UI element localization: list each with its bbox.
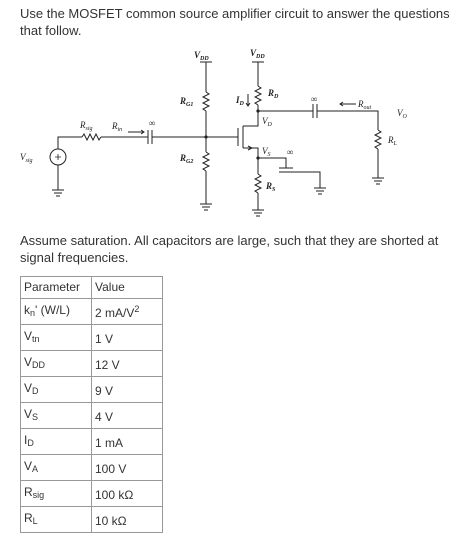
label-cap-out-infinity: ∞ (311, 94, 317, 104)
rg2-resistor (201, 151, 211, 172)
param-value: 100 V (91, 454, 163, 481)
label-rl: RL (387, 135, 398, 147)
table-row: RL 10 kΩ (20, 506, 163, 533)
header-value: Value (91, 276, 163, 299)
table-row: kn' (W/L) 2 mA/V2 (20, 298, 163, 325)
param-value: 2 mA/V2 (91, 298, 163, 325)
node-drain (256, 109, 260, 113)
label-vd: VD (262, 116, 273, 128)
node-source (256, 156, 260, 160)
table-row: Vtn 1 V (20, 324, 163, 351)
param-name: VS (20, 402, 92, 429)
param-name: VDD (20, 350, 92, 377)
param-name: VD (20, 376, 92, 403)
param-name: kn' (W/L) (20, 298, 92, 325)
label-vsig: Vsig (20, 152, 33, 164)
label-rg2: RG2 (179, 153, 193, 165)
param-value: 100 kΩ (91, 480, 163, 507)
rsig-resistor (81, 132, 102, 142)
param-name: Vtn (20, 324, 92, 351)
label-rsig: Rsig (79, 120, 93, 132)
question-text: Use the MOSFET common source amplifier c… (20, 6, 450, 38)
param-value: 1 V (91, 324, 163, 351)
assumption-text: Assume saturation. All capacitors are la… (20, 233, 439, 265)
ground-source (52, 189, 64, 197)
param-value: 12 V (91, 350, 163, 377)
wire-bypass-ground (286, 171, 321, 188)
wire-cap-output (317, 110, 379, 130)
param-name: Rsig (20, 480, 92, 507)
table-row: VD 9 V (20, 376, 163, 403)
param-value: 1 mA (91, 428, 163, 455)
input-capacitor (147, 130, 153, 144)
table-row: VS 4 V (20, 402, 163, 429)
label-id: ID (235, 95, 245, 107)
label-rg1: RG1 (179, 96, 193, 108)
rd-resistor (253, 85, 263, 106)
mosfet-drain-lead (243, 118, 259, 127)
param-value: 4 V (91, 402, 163, 429)
label-cap-bypass-infinity: ∞ (287, 147, 293, 157)
circuit-diagram: VDD VDD RG1 RG2 RD RS ID VD VS Rsig Rin … (20, 48, 408, 217)
param-value: 10 kΩ (91, 506, 163, 533)
header-parameter: Parameter (20, 276, 92, 299)
ground-bypass (314, 187, 326, 195)
wire-source-bypass (258, 157, 287, 168)
param-value: 9 V (91, 376, 163, 403)
param-name: RL (20, 506, 92, 533)
table-row: Rsig 100 kΩ (20, 480, 163, 507)
bypass-capacitor (279, 167, 293, 173)
table-row: VDD 12 V (20, 350, 163, 377)
label-vs: VS (262, 146, 271, 158)
rl-resistor (373, 129, 383, 150)
param-name: VA (20, 454, 92, 481)
label-vo: VO (397, 108, 408, 120)
rg1-resistor (201, 91, 211, 112)
table-row: ID 1 mA (20, 428, 163, 455)
rs-resistor (253, 173, 263, 194)
parameter-table: Parameter Value kn' (W/L) 2 mA/V2 Vtn 1 … (20, 276, 163, 533)
label-rd: RD (267, 88, 279, 100)
label-cap-in-infinity: ∞ (149, 118, 155, 128)
ground-rg2 (200, 203, 212, 211)
table-row: VA 100 V (20, 454, 163, 481)
wire-source-top (57, 136, 82, 149)
ground-rs (252, 209, 264, 217)
label-rin: Rin (111, 121, 122, 133)
output-capacitor (312, 104, 318, 118)
label-vdd1: VDD (194, 50, 209, 62)
table-header-row: Parameter Value (20, 276, 163, 299)
label-rs: RS (265, 181, 276, 193)
mosfet-source-lead (243, 147, 259, 158)
label-vdd2: VDD (250, 48, 265, 60)
ground-rl (372, 177, 384, 185)
param-name: ID (20, 428, 92, 455)
node-gate (204, 135, 208, 139)
label-rout: Rout (357, 99, 372, 111)
